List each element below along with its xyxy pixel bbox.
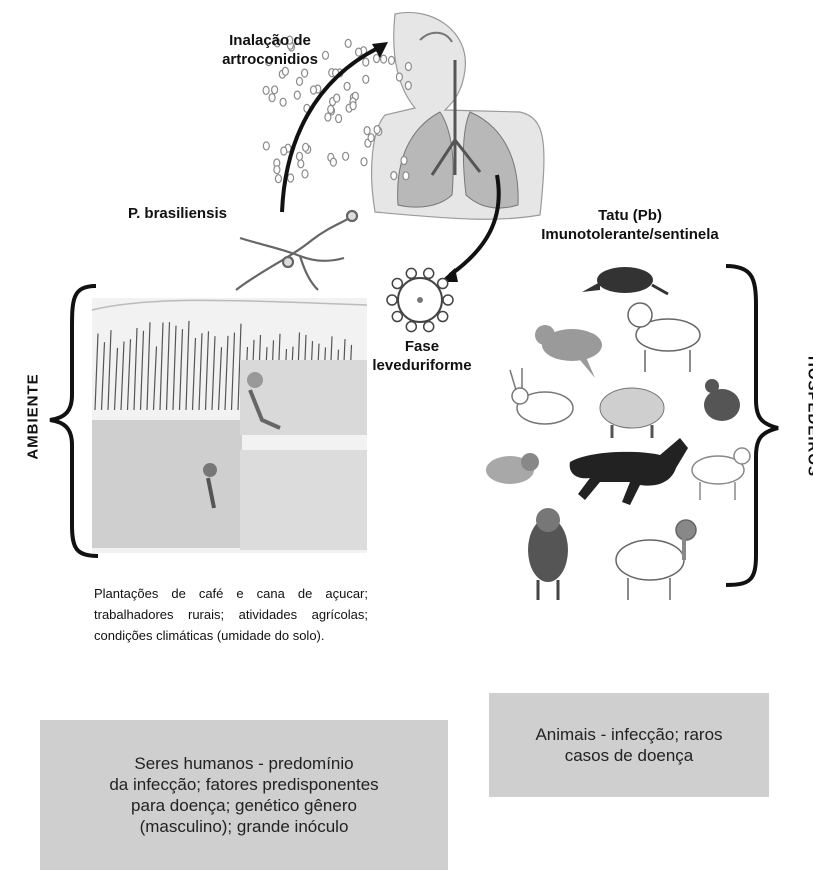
yeast-bud <box>406 268 416 278</box>
spore <box>344 82 350 90</box>
spore <box>272 86 278 94</box>
sheep-icon <box>616 520 696 600</box>
humans-box-line4: (masculino); grande inóculo <box>109 816 378 837</box>
spore <box>374 55 380 63</box>
spore <box>294 91 300 99</box>
yeast-phase-line1: Fase <box>362 337 482 356</box>
humans-box-line2: da infecção; fatores predisponentes <box>109 774 378 795</box>
hosts-brace <box>726 266 778 585</box>
spore <box>345 39 351 47</box>
chicken-icon <box>704 379 740 421</box>
pig-icon <box>600 388 664 438</box>
rabbit-icon <box>510 368 573 424</box>
host-sentinel-line2: Imunotolerante/sentinela <box>520 225 740 244</box>
host-sentinel-label: Tatu (Pb) Imunotolerante/sentinela <box>520 206 740 244</box>
goat-icon <box>692 448 750 500</box>
spore <box>298 160 304 168</box>
humans-box-line1: Seres humanos - predomínio <box>109 753 378 774</box>
spore <box>350 102 356 110</box>
spore <box>381 55 387 63</box>
yeast-bud <box>424 322 434 332</box>
yeast-bud <box>438 279 448 289</box>
spore <box>405 82 411 90</box>
hosts-label: HOSPEDEIROS <box>805 352 813 482</box>
cat-icon <box>535 325 602 378</box>
spore <box>269 94 275 102</box>
spore <box>374 126 380 134</box>
yeast-bud <box>443 295 453 305</box>
spore <box>297 152 303 160</box>
spore <box>302 69 308 77</box>
yeast-bud <box>387 295 397 305</box>
spore <box>263 142 269 150</box>
spore <box>361 158 367 166</box>
yeast-cell <box>398 278 442 322</box>
yeast-phase-line2: leveduriforme <box>362 356 482 375</box>
yeast-bud <box>424 268 434 278</box>
hyphae-illustration <box>236 211 357 290</box>
spore <box>368 134 374 142</box>
spore <box>336 115 342 123</box>
host-sentinel-line1: Tatu (Pb) <box>520 206 740 225</box>
inhalation-label-line1: Inalação de <box>205 31 335 50</box>
spore <box>343 152 349 160</box>
spore <box>325 113 331 121</box>
farm-scene <box>92 298 367 553</box>
spore <box>391 172 397 180</box>
inhalation-label-line2: artroconidios <box>205 50 335 69</box>
spore <box>334 94 340 102</box>
spore <box>330 158 336 166</box>
yeast-bud <box>392 279 402 289</box>
spore <box>280 98 286 106</box>
yeast-bud <box>438 312 448 322</box>
spore <box>389 56 395 64</box>
spore <box>364 127 370 135</box>
spore <box>288 174 294 182</box>
spore <box>328 105 334 113</box>
armadillo-icon <box>582 267 668 294</box>
spore <box>356 48 362 56</box>
humans-box: Seres humanos - predomínio da infecção; … <box>40 720 448 870</box>
horse-icon <box>570 438 688 505</box>
spore <box>263 86 269 94</box>
spore <box>275 175 281 183</box>
lungs-illustration <box>372 12 544 219</box>
spore <box>396 73 402 81</box>
environment-description: Plantações de café e cana de açucar; tra… <box>94 583 368 646</box>
humans-box-line3: para doença; genético gênero <box>109 795 378 816</box>
dog-icon <box>628 303 700 372</box>
animals-box-line2: casos de doença <box>535 745 722 766</box>
inhalation-label: Inalação de artroconidios <box>205 31 335 69</box>
environment-label: AMBIENTE <box>25 372 42 462</box>
spore <box>401 157 407 165</box>
spore <box>311 86 317 94</box>
animals-box-line1: Animais - infecção; raros <box>535 724 722 745</box>
animals-box: Animais - infecção; raros casos de doenç… <box>489 693 769 797</box>
cow-icon <box>528 508 568 600</box>
spore <box>363 75 369 83</box>
yeast-bud <box>406 322 416 332</box>
yeast-phase-label: Fase leveduriforme <box>362 337 482 375</box>
spore <box>297 77 303 85</box>
spore <box>281 147 287 155</box>
spore <box>302 170 308 178</box>
yeast-bud <box>392 312 402 322</box>
spore <box>274 166 280 174</box>
spore <box>403 172 409 180</box>
monkey-icon <box>486 453 539 484</box>
spore <box>303 143 309 151</box>
spore <box>405 63 411 71</box>
spore <box>363 58 369 66</box>
environment-brace <box>50 286 98 556</box>
fungus-label: P. brasiliensis <box>128 204 227 223</box>
